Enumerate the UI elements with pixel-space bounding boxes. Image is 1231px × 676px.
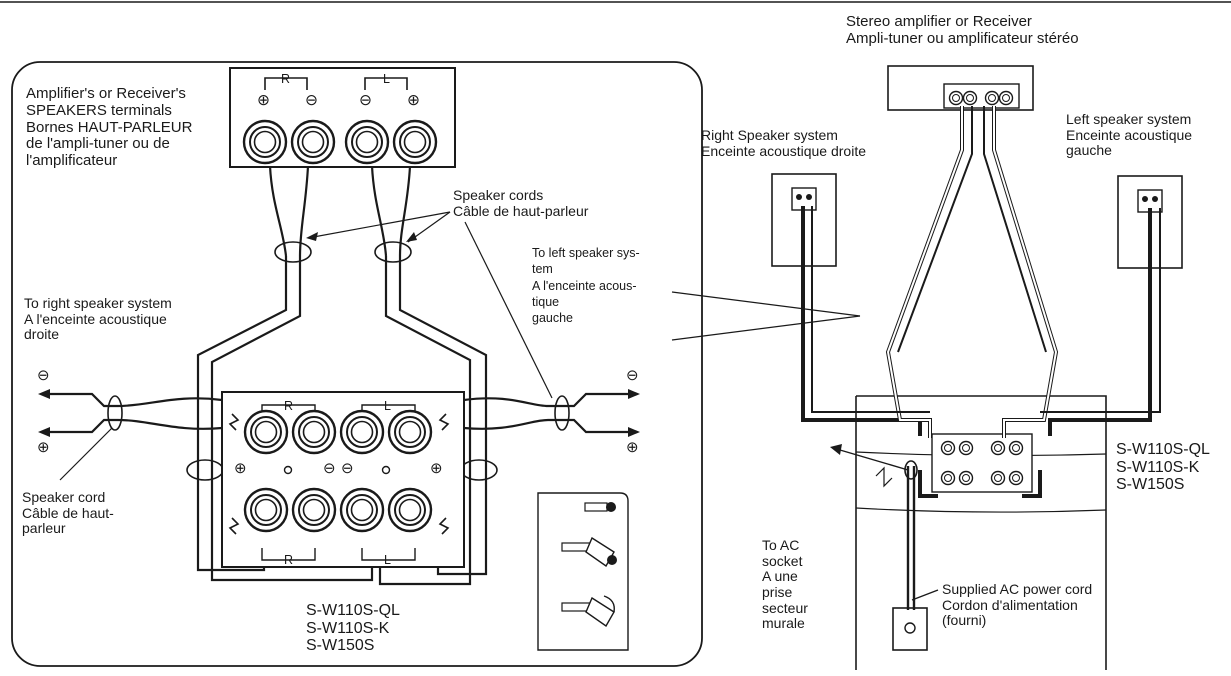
overview-setup [771, 65, 1183, 670]
callout-lines [671, 291, 861, 341]
to-left-speaker-label: To left speaker sys- tem A l'enceinte ac… [532, 246, 640, 325]
stereo-amplifier-label: Stereo amplifier or Receiver Ampli-tuner… [846, 13, 1079, 47]
side-output-cords [48, 392, 630, 434]
cord-ring-r [274, 241, 312, 263]
overview-model-list: S-W110S-QL S-W110S-K S-W150S [1116, 441, 1210, 494]
amp-plus-r: ⊕ [257, 92, 270, 109]
amp-terminal-l-plus [392, 119, 438, 165]
sub-bottom-channel-l: L [384, 553, 391, 567]
stereo-amplifier [887, 65, 1034, 111]
sub-top-channel-l: L [384, 399, 391, 413]
wire-preparation-detail [537, 492, 629, 651]
amp-terminals-label: Amplifier's or Receiver's SPEAKERS termi… [26, 85, 193, 170]
cord-ring-right-bottom [460, 459, 498, 481]
sub-plus-1: ⊕ [234, 460, 247, 477]
speaker-cord-label: Speaker cord Câble de haut- parleur [22, 489, 114, 537]
to-right-speaker-label: To right speaker system A l'enceinte aco… [24, 295, 172, 343]
ac-socket-label: To AC socket A une prise secteur murale [762, 537, 808, 632]
cord-ring-left-bottom [186, 459, 224, 481]
subwoofer-cabinet [855, 395, 1107, 670]
amp-plus-l: ⊕ [407, 92, 420, 109]
amp-minus-l: ⊖ [359, 92, 372, 109]
overview-cable-inner [886, 106, 1058, 438]
amp-terminal-l-minus [344, 119, 390, 165]
left-output-plus: ⊕ [37, 439, 50, 456]
sub-minus-2: ⊖ [341, 460, 354, 477]
right-speaker-label: Right Speaker system Enceinte acoustique… [701, 127, 866, 159]
power-cord-leaders [839, 449, 939, 601]
left-speaker-label: Left speaker system Enceinte acoustique … [1066, 111, 1193, 159]
speaker-cords-label: Speaker cords Câble de haut-parleur [453, 187, 589, 219]
amp-terminal-r-plus [242, 119, 288, 165]
power-cord-label: Supplied AC power cord Cordon d'alimenta… [942, 581, 1093, 629]
cord-ring-side-right [554, 395, 570, 431]
sub-plus-2: ⊕ [430, 460, 443, 477]
sub-minus-1: ⊖ [323, 460, 336, 477]
inset-panel [11, 61, 703, 667]
amp-channel-r: R [281, 72, 291, 86]
amp-minus-r: ⊖ [305, 92, 318, 109]
right-output-minus: ⊖ [626, 367, 639, 384]
inset-model-list: S-W110S-QL S-W110S-K S-W150S [306, 602, 400, 655]
subwoofer-terminal-block [221, 391, 465, 568]
amplifier-terminal-box [229, 67, 456, 168]
left-output-minus: ⊖ [37, 367, 50, 384]
sub-bottom-channel-r: R [284, 553, 294, 567]
cord-ring-l [374, 241, 412, 263]
ac-power-cord [906, 466, 916, 610]
overview-cable-edges [811, 106, 1161, 413]
cord-ring-side-left [107, 395, 123, 431]
sub-top-channel-r: R [284, 399, 294, 413]
amp-terminal-r-minus [290, 119, 336, 165]
inset-frame [11, 61, 703, 667]
right-output-plus: ⊕ [626, 439, 639, 456]
amp-channel-l: L [383, 72, 390, 86]
